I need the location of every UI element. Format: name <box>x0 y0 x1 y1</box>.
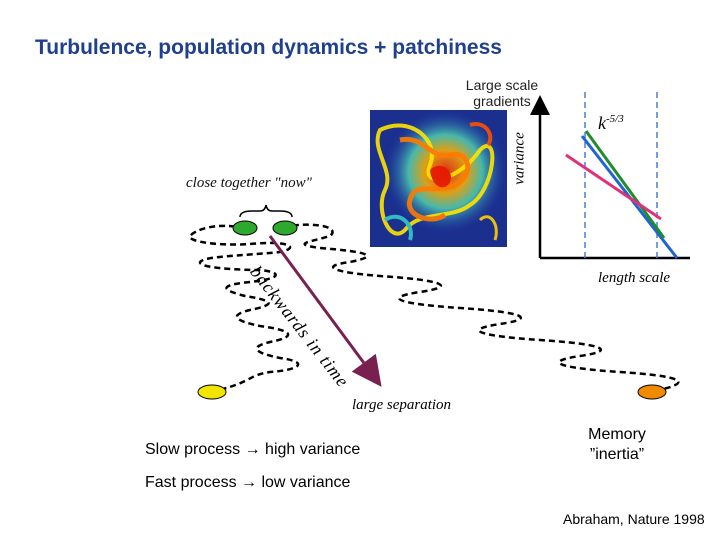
heatmap-caption: Large scale gradients <box>465 77 539 109</box>
fast-process-text: Fast process → low variance <box>145 474 351 491</box>
memory-inertia-label: Memory ”inertia” <box>572 425 662 465</box>
citation: Abraham, Nature 1998 <box>563 511 705 527</box>
right-trajectory <box>272 223 680 394</box>
close-together-brace <box>239 204 293 218</box>
close-together-label: close together "now" <box>186 175 312 191</box>
memory-line: Memory <box>588 426 646 443</box>
spectrum-line-pink <box>565 153 662 221</box>
plankton-heatmap-image <box>370 110 507 247</box>
k-power-law-label: k-5/3 <box>598 113 624 134</box>
k-base: k <box>598 113 606 133</box>
backwards-arrow <box>268 235 382 387</box>
slow-process-text: Slow process → high variance <box>145 441 361 458</box>
particle-yellow <box>197 384 227 400</box>
variance-axis-label: variance <box>511 132 528 185</box>
spectrum-line-green <box>584 130 666 239</box>
k-exponent: -5/3 <box>606 113 624 125</box>
large-separation-label: large separation <box>352 397 452 413</box>
particle-green-left <box>232 220 258 236</box>
length-scale-axis-label: length scale <box>598 270 671 286</box>
inertia-line: ”inertia” <box>589 446 645 463</box>
slide-title: Turbulence, population dynamics + patchi… <box>35 36 502 59</box>
particle-green-right <box>272 220 298 236</box>
particle-orange <box>637 384 667 400</box>
left-trajectory <box>188 224 300 394</box>
